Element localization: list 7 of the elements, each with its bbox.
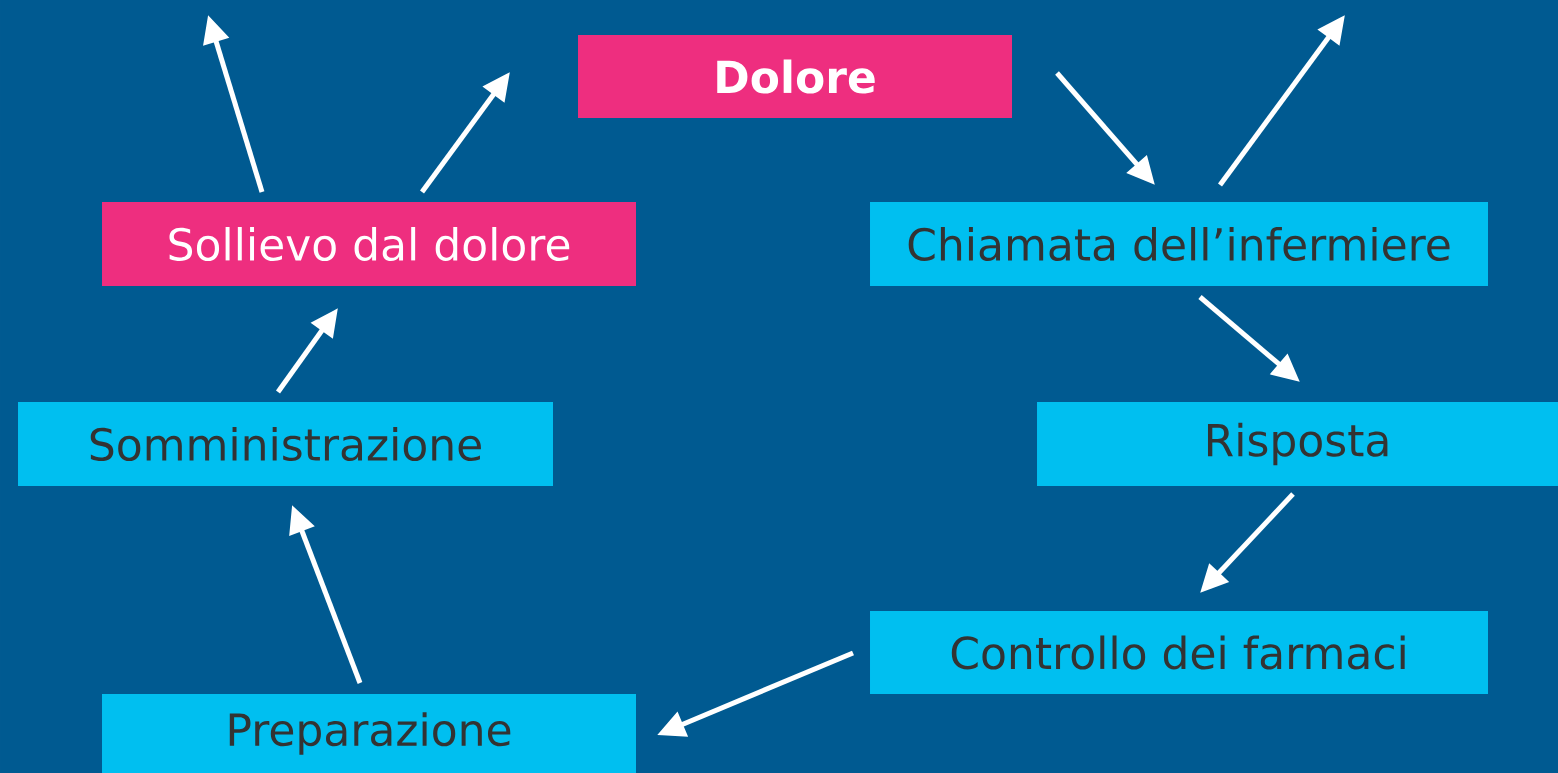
process-box: Controllo dei farmaci bbox=[870, 611, 1488, 694]
highlight-box: Dolore bbox=[578, 35, 1012, 118]
process-box: Preparazione bbox=[102, 694, 636, 773]
process-box: Somministrazione bbox=[18, 402, 553, 486]
process-box: Chiamata dell’infermiere bbox=[870, 202, 1488, 286]
highlight-box: Sollievo dal dolore bbox=[102, 202, 636, 286]
process-box: Risposta bbox=[1037, 402, 1558, 486]
